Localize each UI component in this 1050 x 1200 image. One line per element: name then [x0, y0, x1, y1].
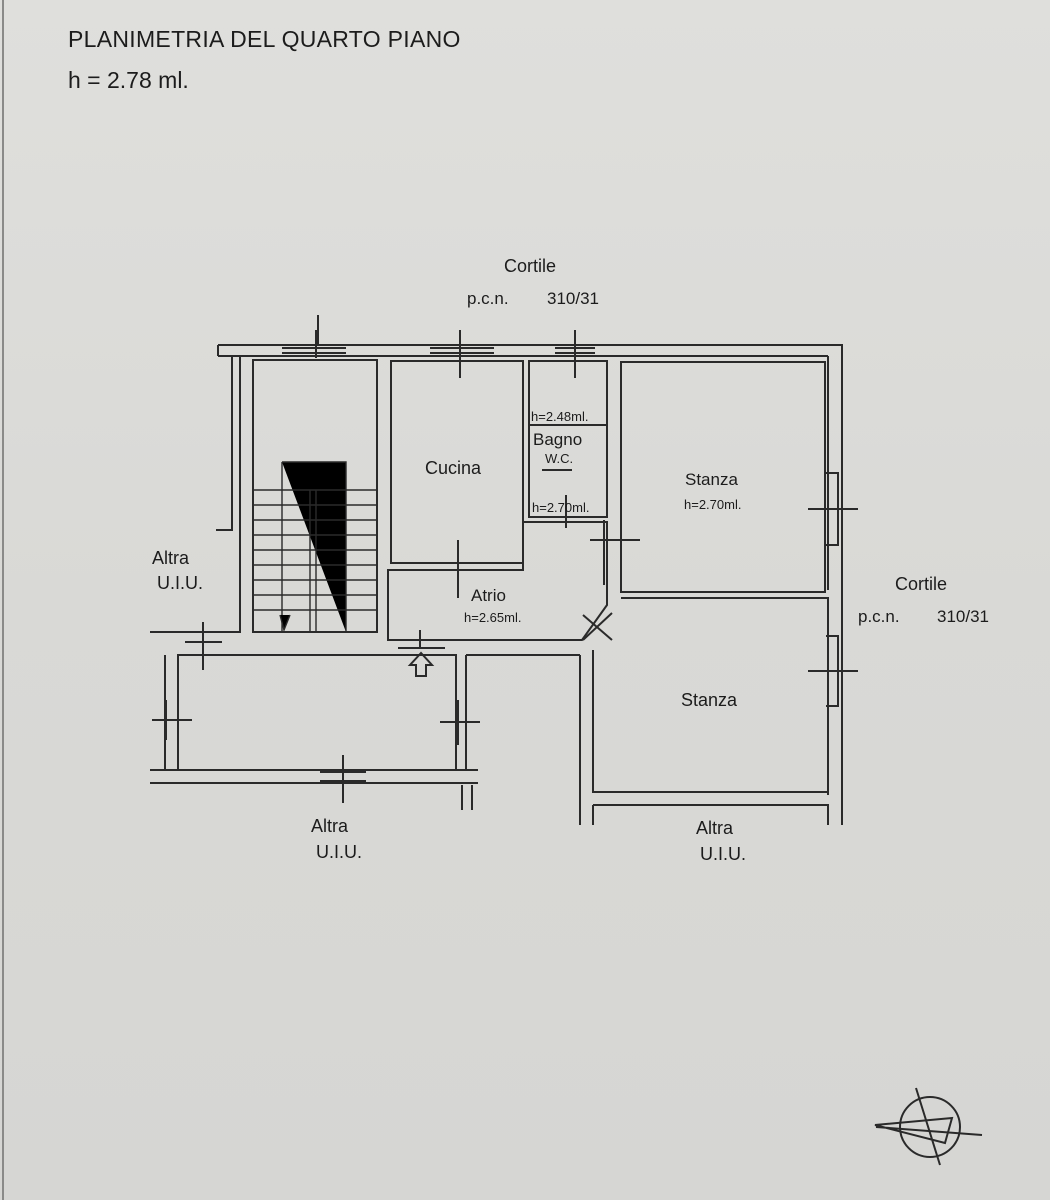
stair-block [252, 359, 378, 633]
lower-room-walls [177, 654, 457, 771]
room-wc-label: W.C. [545, 451, 574, 466]
bagno-height-top: h=2.48ml. [531, 409, 589, 424]
north-pcn-label: p.c.n. [467, 289, 509, 308]
north-pcn-value: 310/31 [547, 289, 599, 308]
south-right-neighbour-line1: Altra [696, 818, 734, 838]
south-left-neighbour-line2: U.I.U. [316, 842, 363, 862]
east-pcn-value: 310/31 [937, 607, 989, 626]
outer-wall-north-east [218, 344, 843, 825]
east-courtyard-label: Cortile [895, 574, 948, 594]
bathroom-walls [528, 360, 608, 518]
south-right-neighbour-line2: U.I.U. [700, 844, 747, 864]
floor-height: h = 2.78 ml. [68, 67, 189, 93]
west-neighbour-line2: U.I.U. [157, 573, 204, 593]
north-courtyard-label: Cortile [504, 256, 557, 276]
west-neighbour-line1: Altra [152, 548, 190, 568]
room-bagno-label: Bagno [533, 430, 583, 449]
south-left-neighbour-line1: Altra [311, 816, 349, 836]
room-stanza-1-label: Stanza [685, 470, 738, 489]
room-cucina-label: Cucina [425, 458, 482, 478]
stair-treads [253, 461, 377, 633]
compass-rose-icon [874, 1087, 983, 1166]
room-stanza-1-walls [620, 361, 826, 593]
room-atrio-label: Atrio [471, 586, 506, 605]
paper-edge [2, 0, 4, 1200]
plan-title: PLANIMETRIA DEL QUARTO PIANO [68, 26, 461, 52]
room-stanza-2-walls [592, 597, 829, 793]
room-stanza-2-label: Stanza [681, 690, 738, 710]
atrio-height: h=2.65ml. [464, 610, 522, 625]
bagno-height-bottom: h=2.70ml. [532, 500, 590, 515]
stanza-1-height: h=2.70ml. [684, 497, 742, 512]
east-pcn-label: p.c.n. [858, 607, 900, 626]
